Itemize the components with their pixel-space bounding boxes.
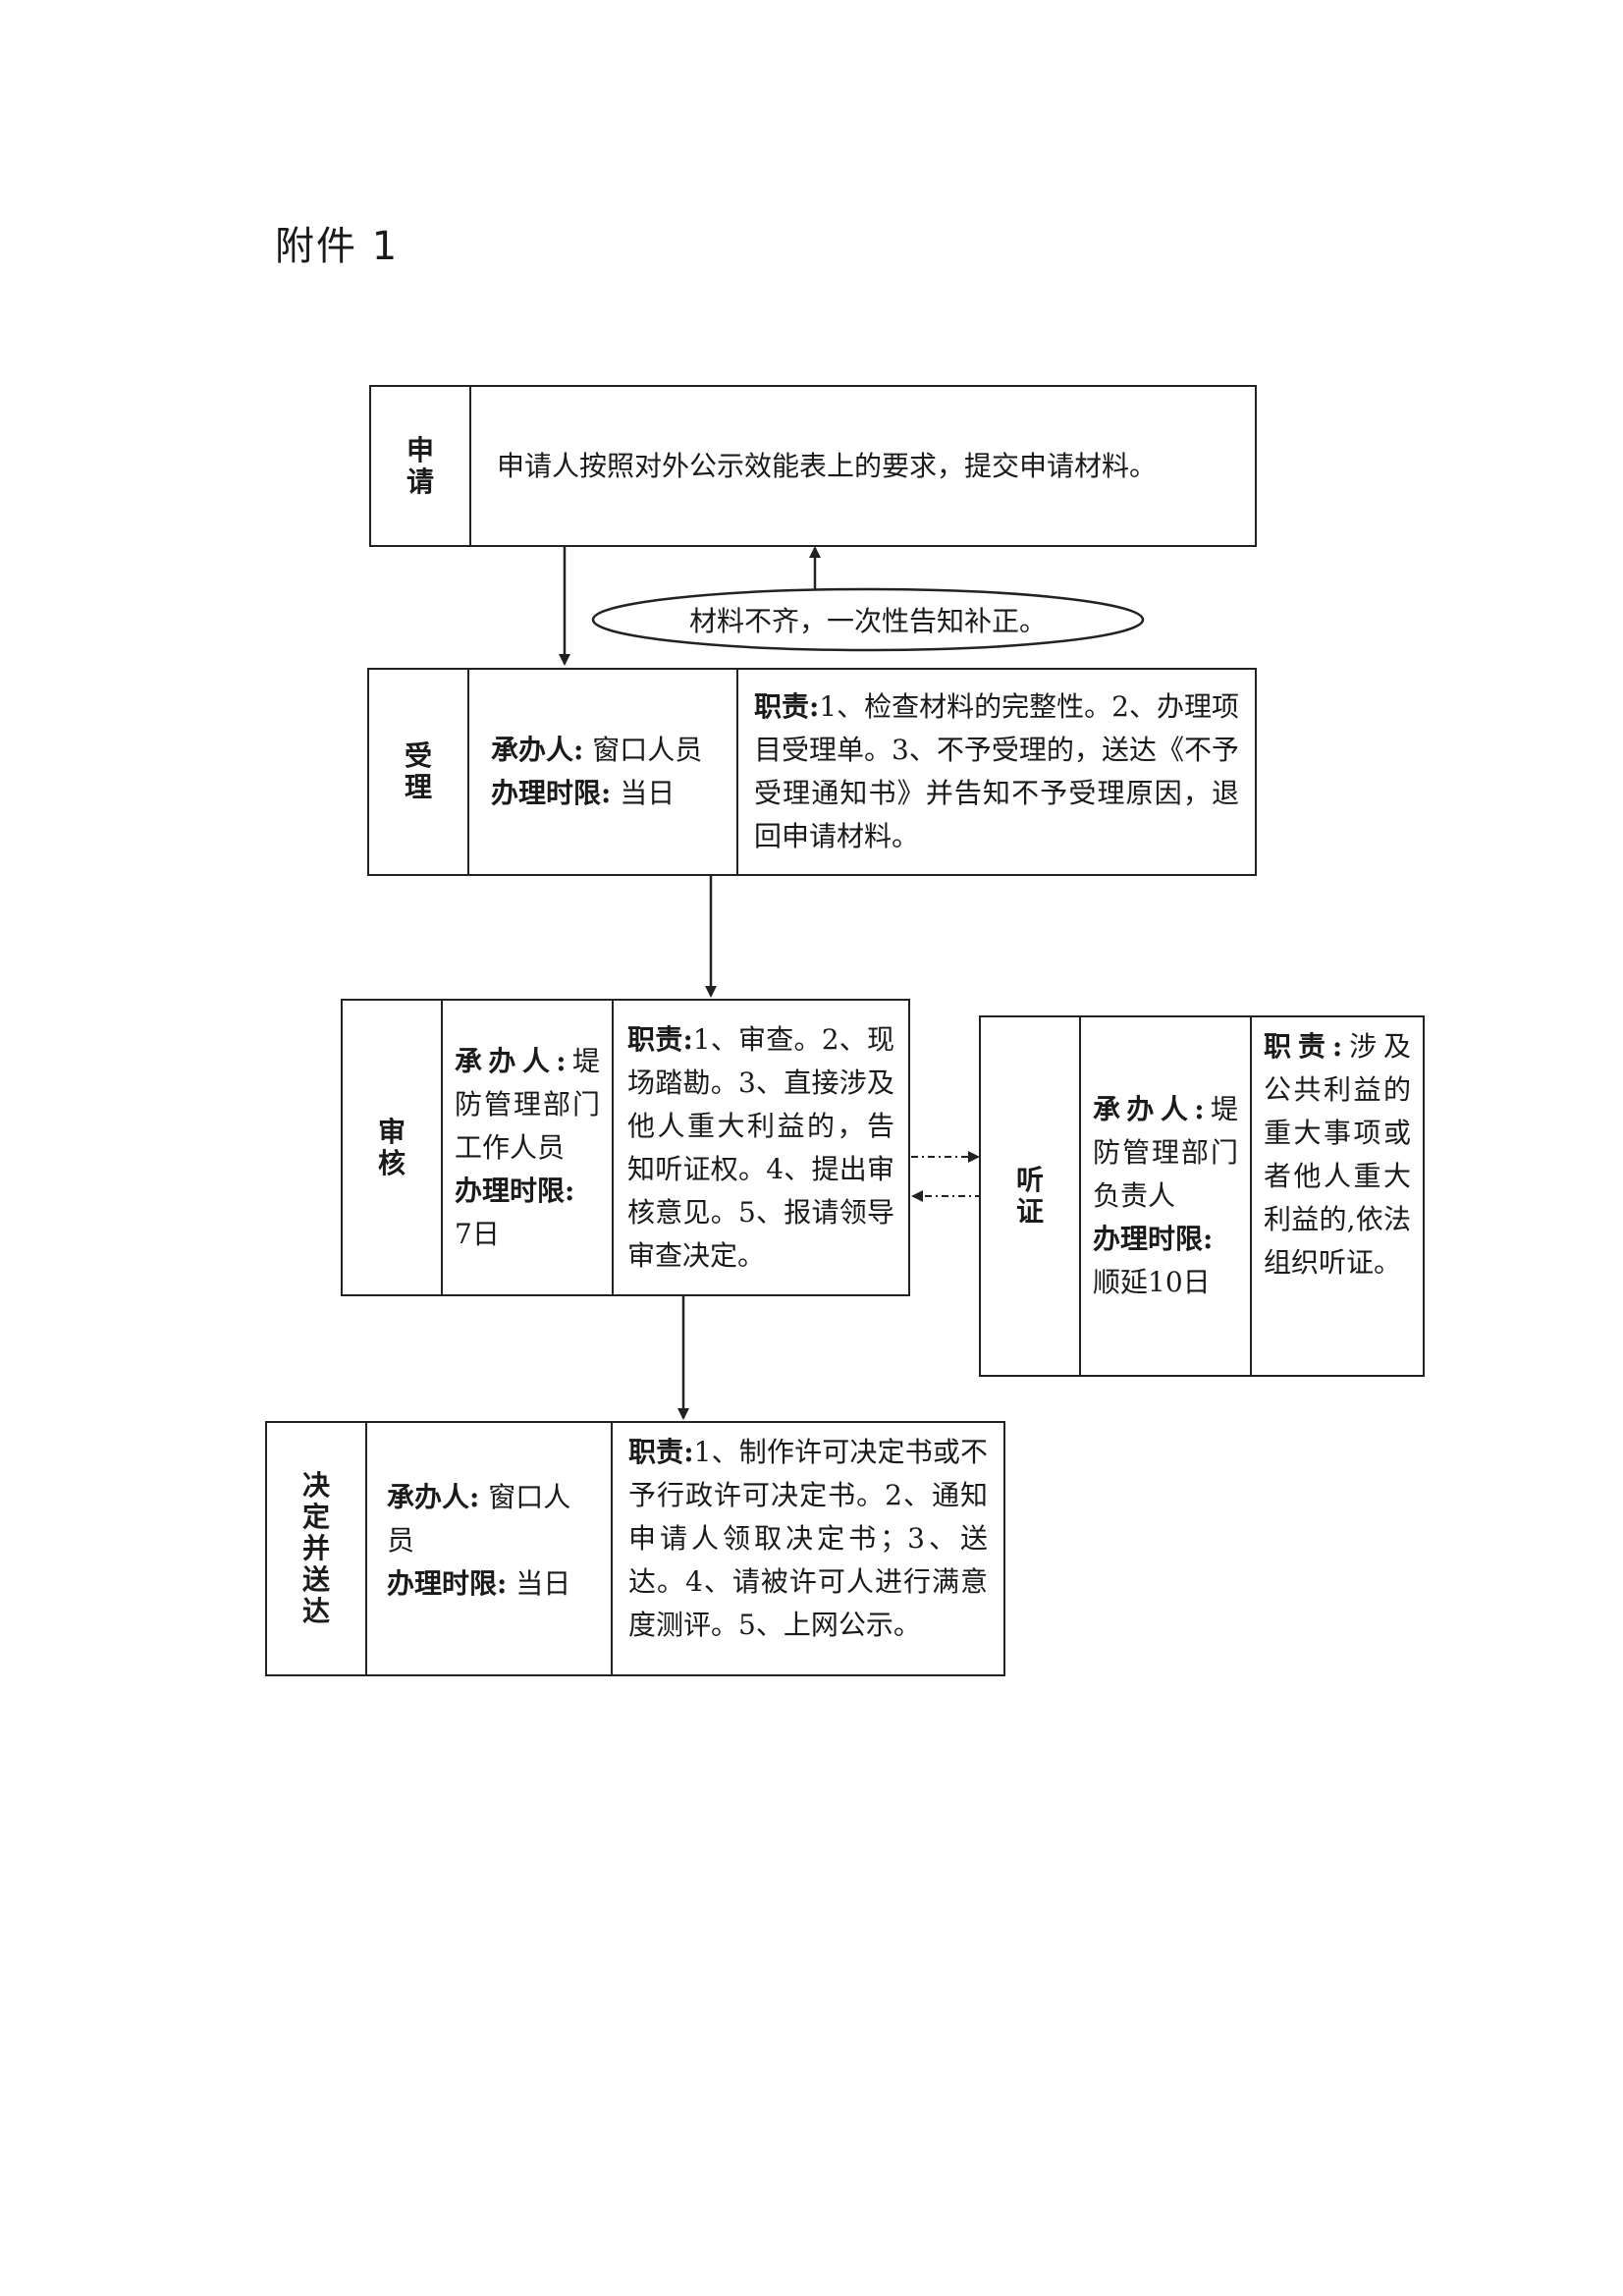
notice-ellipse <box>591 587 1145 652</box>
step-accept-title: 受 理 <box>369 670 469 874</box>
step-accept-handler: 承办人: 窗口人员 办理时限: 当日 <box>469 670 738 874</box>
attachment-label: 附件 1 <box>275 224 400 269</box>
step-review-title: 审 核 <box>343 1001 443 1294</box>
notice-text: 材料不齐，一次性告知补正。 <box>688 605 1047 637</box>
step-review-handler: 承办人:堤防管理部门工作人员 办理时限: 7日 <box>443 1001 614 1294</box>
step-review-duty: 职责:1、审查。2、现场踏勘。3、直接涉及他人重大利益的，告知听证权。4、提出审… <box>627 1022 894 1272</box>
step-decide-handler: 承办人: 窗口人员 办理时限: 当日 <box>367 1423 613 1674</box>
step-apply-title: 申 请 <box>371 387 471 545</box>
step-hearing: 听 证 承办人:堤防管理部门负责人 办理时限: 顺延10日 职责:涉及公共利益的… <box>979 1015 1425 1377</box>
step-accept: 受 理 承办人: 窗口人员 办理时限: 当日 职责:1、检查材料的完整性。2、办… <box>367 668 1257 876</box>
step-accept-duty: 职责:1、检查材料的完整性。2、办理项目受理单。3、不予受理的，送达《不予受理通… <box>754 690 1239 852</box>
step-review: 审 核 承办人:堤防管理部门工作人员 办理时限: 7日 职责:1、审查。2、现场… <box>341 999 910 1296</box>
step-hearing-duty: 职责:涉及公共利益的重大事项或者他人重大利益的,依法组织听证。 <box>1264 1030 1411 1279</box>
step-apply: 申 请 申请人按照对外公示效能表上的要求，提交申请材料。 <box>369 385 1257 547</box>
step-decide-duty: 职责:1、制作许可决定书或不予行政许可决定书。2、通知申请人领取决定书；3、送达… <box>628 1436 988 1641</box>
step-decide-title: 决 定 并 送 达 <box>267 1423 367 1674</box>
step-decide: 决 定 并 送 达 承办人: 窗口人员 办理时限: 当日 职责:1、制作许可决定… <box>265 1421 1005 1676</box>
step-hearing-handler: 承办人:堤防管理部门负责人 办理时限: 顺延10日 <box>1081 1017 1252 1375</box>
step-hearing-title: 听 证 <box>981 1017 1081 1375</box>
step-apply-text: 申请人按照对外公示效能表上的要求，提交申请材料。 <box>497 449 1158 482</box>
